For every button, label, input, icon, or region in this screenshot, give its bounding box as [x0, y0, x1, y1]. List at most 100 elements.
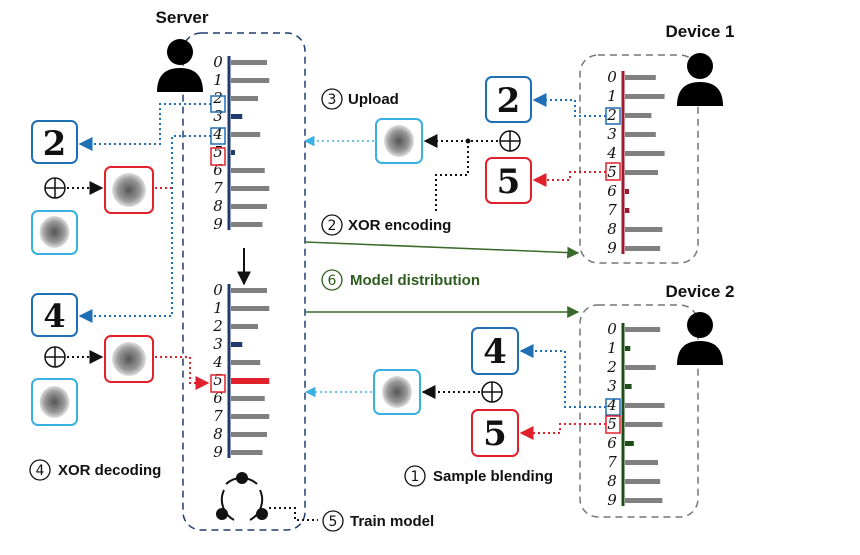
- device1-sample-5-tile: 5: [485, 157, 532, 204]
- server-after-bar: [231, 306, 270, 311]
- device1-bar: [625, 94, 665, 99]
- server-xor-icon-2: [44, 346, 66, 368]
- device2-tick-label: 7: [607, 453, 617, 471]
- device2-bar: [625, 441, 634, 446]
- device1-bar: [625, 208, 630, 213]
- server-after-bar: [231, 432, 267, 437]
- server-after-tick-label: 1: [213, 299, 223, 317]
- server-before-bar: [231, 132, 261, 137]
- server-after-tick-label: 4: [212, 353, 223, 371]
- device1-bar: [625, 189, 629, 194]
- device1-tick-label: 4: [606, 144, 617, 162]
- server-after-tick-label: 0: [213, 281, 223, 299]
- device2-tick-label: 9: [607, 491, 617, 509]
- device2-encoded-tile: [373, 369, 421, 415]
- svg-text:2: 2: [328, 218, 337, 234]
- device1-bar: [625, 75, 656, 80]
- server-xor-icon-1: [44, 177, 66, 199]
- train-model-leader: [269, 507, 318, 521]
- svg-text:XOR encoding: XOR encoding: [348, 217, 451, 234]
- server-before-tick-label: 6: [213, 161, 223, 179]
- server-after-tick-label: 6: [213, 389, 223, 407]
- train-model-cycle-icon: [216, 472, 268, 521]
- device2-sample-5-tile: 5: [471, 409, 519, 457]
- device1-5-arrow: [532, 171, 606, 187]
- device1-bar: [625, 132, 656, 137]
- server-after-bar: [231, 378, 270, 384]
- step-3-upload: 3 Upload: [321, 88, 399, 110]
- server-after-tick-label: 9: [213, 443, 223, 461]
- device2-tick-label: 6: [607, 434, 617, 452]
- server-after-bar: [231, 360, 261, 365]
- server-after-tick-label: 7: [213, 407, 223, 425]
- svg-text:Model distribution: Model distribution: [350, 272, 480, 289]
- device2-tick-label: 8: [607, 472, 617, 490]
- server-before-bar: [231, 78, 270, 83]
- device2-bar: [625, 422, 663, 427]
- device2-4-arrow: [519, 344, 606, 408]
- distribution-arrow-device1: [304, 241, 580, 259]
- device1-tick-label: 5: [607, 163, 617, 181]
- device2-5-arrow: [519, 423, 606, 440]
- svg-text:5: 5: [483, 414, 507, 454]
- server-2-arrow: [78, 103, 211, 151]
- device1-encoded-tile: [375, 118, 423, 164]
- server-blended-tile-1: [104, 166, 154, 214]
- device2-user-icon: [677, 312, 723, 365]
- server-after-bar: [231, 324, 258, 329]
- device2-tick-label: 4: [606, 396, 617, 414]
- server-before-bar: [231, 150, 235, 155]
- server-after-bar: [231, 414, 270, 419]
- device2-title: Device 2: [666, 282, 735, 301]
- server-before-bar: [231, 60, 267, 65]
- server-after-tick-label: 2: [212, 317, 223, 335]
- step-2-xor-encoding: 2 XOR encoding: [321, 214, 451, 236]
- device2-tick-label: 0: [607, 320, 617, 338]
- server-highlight-5: [210, 147, 226, 166]
- server-decoded-2-tile: 2: [31, 120, 78, 164]
- server-before-tick-label: 2: [212, 89, 223, 107]
- device1-container: [579, 54, 699, 264]
- server-after-bar: [231, 396, 265, 401]
- svg-text:4: 4: [483, 332, 507, 372]
- server-after-tick-label: 8: [213, 425, 223, 443]
- server-received-mixed-tile-1: [31, 210, 78, 255]
- device1-tick-label: 1: [607, 87, 617, 105]
- device2-container: [579, 304, 699, 518]
- device2-bar: [625, 460, 658, 465]
- server-after-tick-label: 3: [213, 335, 223, 353]
- device1-bar: [625, 113, 652, 118]
- device2-bar: [625, 365, 656, 370]
- step-1-sample-blending: 1 Sample blending: [404, 465, 553, 487]
- svg-text:XOR decoding: XOR decoding: [58, 462, 161, 479]
- server-red-arrow-2: [155, 356, 210, 390]
- server-before-bar: [231, 114, 243, 119]
- device1-tick-label: 2: [606, 106, 617, 124]
- server-before-bar: [231, 204, 267, 209]
- svg-text:2: 2: [497, 81, 521, 121]
- device1-bar: [625, 227, 663, 232]
- svg-text:1: 1: [411, 469, 420, 485]
- server-container: [182, 32, 306, 531]
- server-after-tick-label: 5: [213, 371, 223, 389]
- device2-tick-label: 5: [607, 415, 617, 433]
- server-before-tick-label: 0: [213, 53, 223, 71]
- step-4-xor-decoding: 4 XOR decoding: [29, 459, 161, 481]
- device1-encoding-leader: [435, 141, 469, 212]
- svg-text:4: 4: [43, 297, 65, 335]
- device1-user-icon: [677, 53, 723, 106]
- server-after-bar: [231, 288, 267, 293]
- device1-tick-label: 6: [607, 182, 617, 200]
- server-title: Server: [156, 8, 209, 27]
- device1-bar: [625, 170, 658, 175]
- device1-xor-icon: [499, 130, 521, 152]
- device2-bar: [625, 346, 631, 351]
- device2-bar: [625, 498, 663, 503]
- server-blended-tile-2: [104, 335, 154, 383]
- svg-text:4: 4: [36, 463, 45, 479]
- server-before-tick-label: 4: [212, 125, 223, 143]
- server-before-tick-label: 1: [213, 71, 223, 89]
- svg-text:3: 3: [328, 92, 337, 108]
